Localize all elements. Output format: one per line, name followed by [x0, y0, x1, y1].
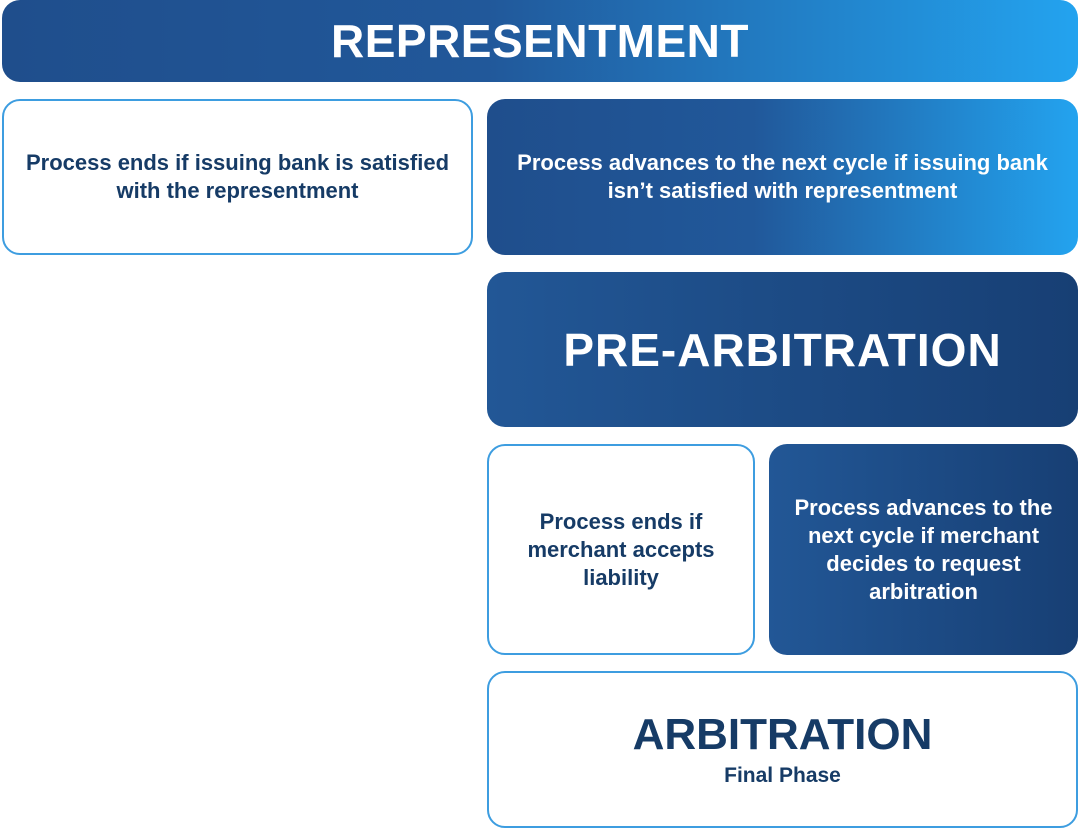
pre-arbitration-ends-text: Process ends if merchant accepts liabili…	[527, 508, 715, 590]
representment-banner: REPRESENTMENT	[2, 0, 1078, 82]
representment-advances-box: Process advances to the next cycle if is…	[487, 99, 1078, 255]
representment-advances-text: Process advances to the next cycle if is…	[517, 150, 1048, 203]
pre-arbitration-box: PRE-ARBITRATION	[487, 272, 1078, 427]
representment-ends-box: Process ends if issuing bank is satisfie…	[2, 99, 473, 255]
arbitration-subtitle: Final Phase	[724, 763, 841, 787]
pre-arbitration-title: PRE-ARBITRATION	[563, 323, 1002, 376]
representment-ends-text: Process ends if issuing bank is satisfie…	[25, 150, 450, 203]
arbitration-box: ARBITRATION Final Phase	[487, 671, 1078, 828]
representment-title: REPRESENTMENT	[331, 15, 749, 67]
pre-arbitration-ends-box: Process ends if merchant accepts liabili…	[487, 444, 755, 655]
pre-arbitration-advances-box: Process advances to the next cycle if me…	[769, 444, 1078, 655]
arbitration-title: ARBITRATION	[632, 710, 933, 760]
pre-arbitration-advances-text: Process advances to the next cycle if me…	[794, 494, 1053, 604]
